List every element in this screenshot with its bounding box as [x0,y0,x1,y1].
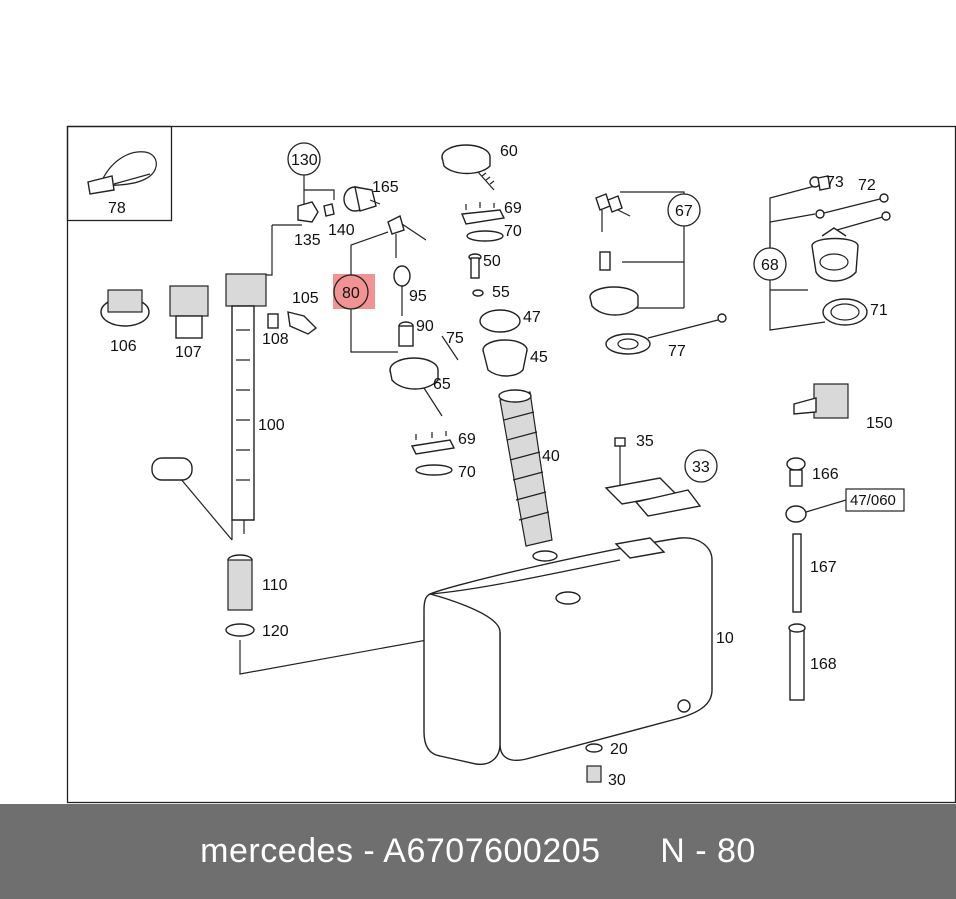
ref-box-47-060 [845,488,905,512]
label-55: 55 [492,284,510,301]
label-50: 50 [483,253,501,270]
footer-banner: mercedes - A6707600205 N - 80 [0,804,956,899]
part-110-filter [227,554,253,611]
label-168: 168 [810,656,837,673]
part-100-level-sender [151,273,267,541]
part-95-key [393,265,411,316]
part-165-connector [343,186,381,212]
label-73: 73 [826,174,844,191]
label-10: 10 [716,630,734,647]
label-165: 165 [372,179,399,196]
label-105: 105 [292,290,319,307]
label-130: 130 [291,152,318,169]
label-33: 33 [692,459,710,476]
label-100: 100 [258,417,285,434]
part-70-gasket-lower [415,464,453,476]
label-106: 106 [110,338,137,355]
label-35: 35 [636,433,654,450]
label-71: 71 [870,302,888,319]
part-69-ring-lower [410,431,456,455]
inset-box-78 [66,125,173,222]
label-70-lower: 70 [458,464,476,481]
part-70-gasket-upper [466,230,504,242]
part-20-washer [585,743,603,753]
part-150-valve [793,383,849,419]
label-47-060: 47/060 [850,492,896,509]
label-40: 40 [542,448,560,465]
part-120-ring [225,623,255,637]
part-90-cylinder [398,321,414,347]
part-10-fuel-tank [423,537,713,765]
label-77: 77 [668,343,686,360]
label-60: 60 [500,143,518,160]
part-45-strainer-top [482,339,528,377]
part-75-spring [441,335,459,361]
part-60-cap [441,144,495,191]
label-65: 65 [433,376,451,393]
part-47-060-banjo [785,499,847,523]
part-77-lanyard [605,313,727,355]
label-30: 30 [608,772,626,789]
part-107-sender [169,285,209,339]
part-166-banjo-bolt [786,457,806,487]
part-72-links [815,193,891,233]
part-73-bolt [809,175,831,191]
part-30-plug [586,765,602,783]
label-67: 67 [675,203,693,220]
part-50-screw [468,253,482,279]
part-40-filler-tube [498,389,553,547]
label-167: 167 [810,559,837,576]
label-107: 107 [175,344,202,361]
part-68-hinge [811,227,859,282]
part-69-ring-upper [461,202,506,225]
label-69-lower: 69 [458,431,476,448]
label-70-upper: 70 [504,223,522,240]
label-78: 78 [108,200,126,217]
part-35-screw [614,437,626,490]
part-71-seal [822,298,868,326]
part-47-ring [479,309,521,333]
label-108: 108 [262,331,289,348]
label-20: 20 [610,741,628,758]
label-47: 47 [523,309,541,326]
label-90: 90 [416,318,434,335]
label-69-upper: 69 [504,200,522,217]
label-110: 110 [262,577,288,594]
part-33-plate-b [634,489,702,517]
callout-33 [684,449,718,483]
part-105-connector [287,311,318,335]
part-78-cable-tie [87,151,157,195]
part-140 [323,203,335,217]
label-80: 80 [342,285,360,302]
parts-diagram: 78 130 165 135 140 60 69 70 50 55 47 45 … [66,125,956,804]
part-65-cap [389,357,443,417]
footer-part-number: mercedes - A6707600205 N - 80 [200,832,756,870]
part-67-cap [589,286,639,316]
label-140: 140 [328,222,355,239]
label-95: 95 [409,288,427,305]
label-166: 166 [812,466,839,483]
part-167-pipe [792,533,802,613]
label-45: 45 [530,349,548,366]
label-68: 68 [761,257,779,274]
part-67-keys [595,193,631,271]
label-150: 150 [866,415,893,432]
part-80-keys [387,214,427,258]
part-168-hose [788,623,806,701]
part-108-plug [267,313,279,329]
part-106-sender [100,289,150,327]
label-120: 120 [262,623,289,640]
label-135: 135 [294,232,321,249]
part-135 [297,201,319,223]
label-72: 72 [858,177,876,194]
part-55-washer [472,289,484,297]
label-75: 75 [446,330,464,347]
